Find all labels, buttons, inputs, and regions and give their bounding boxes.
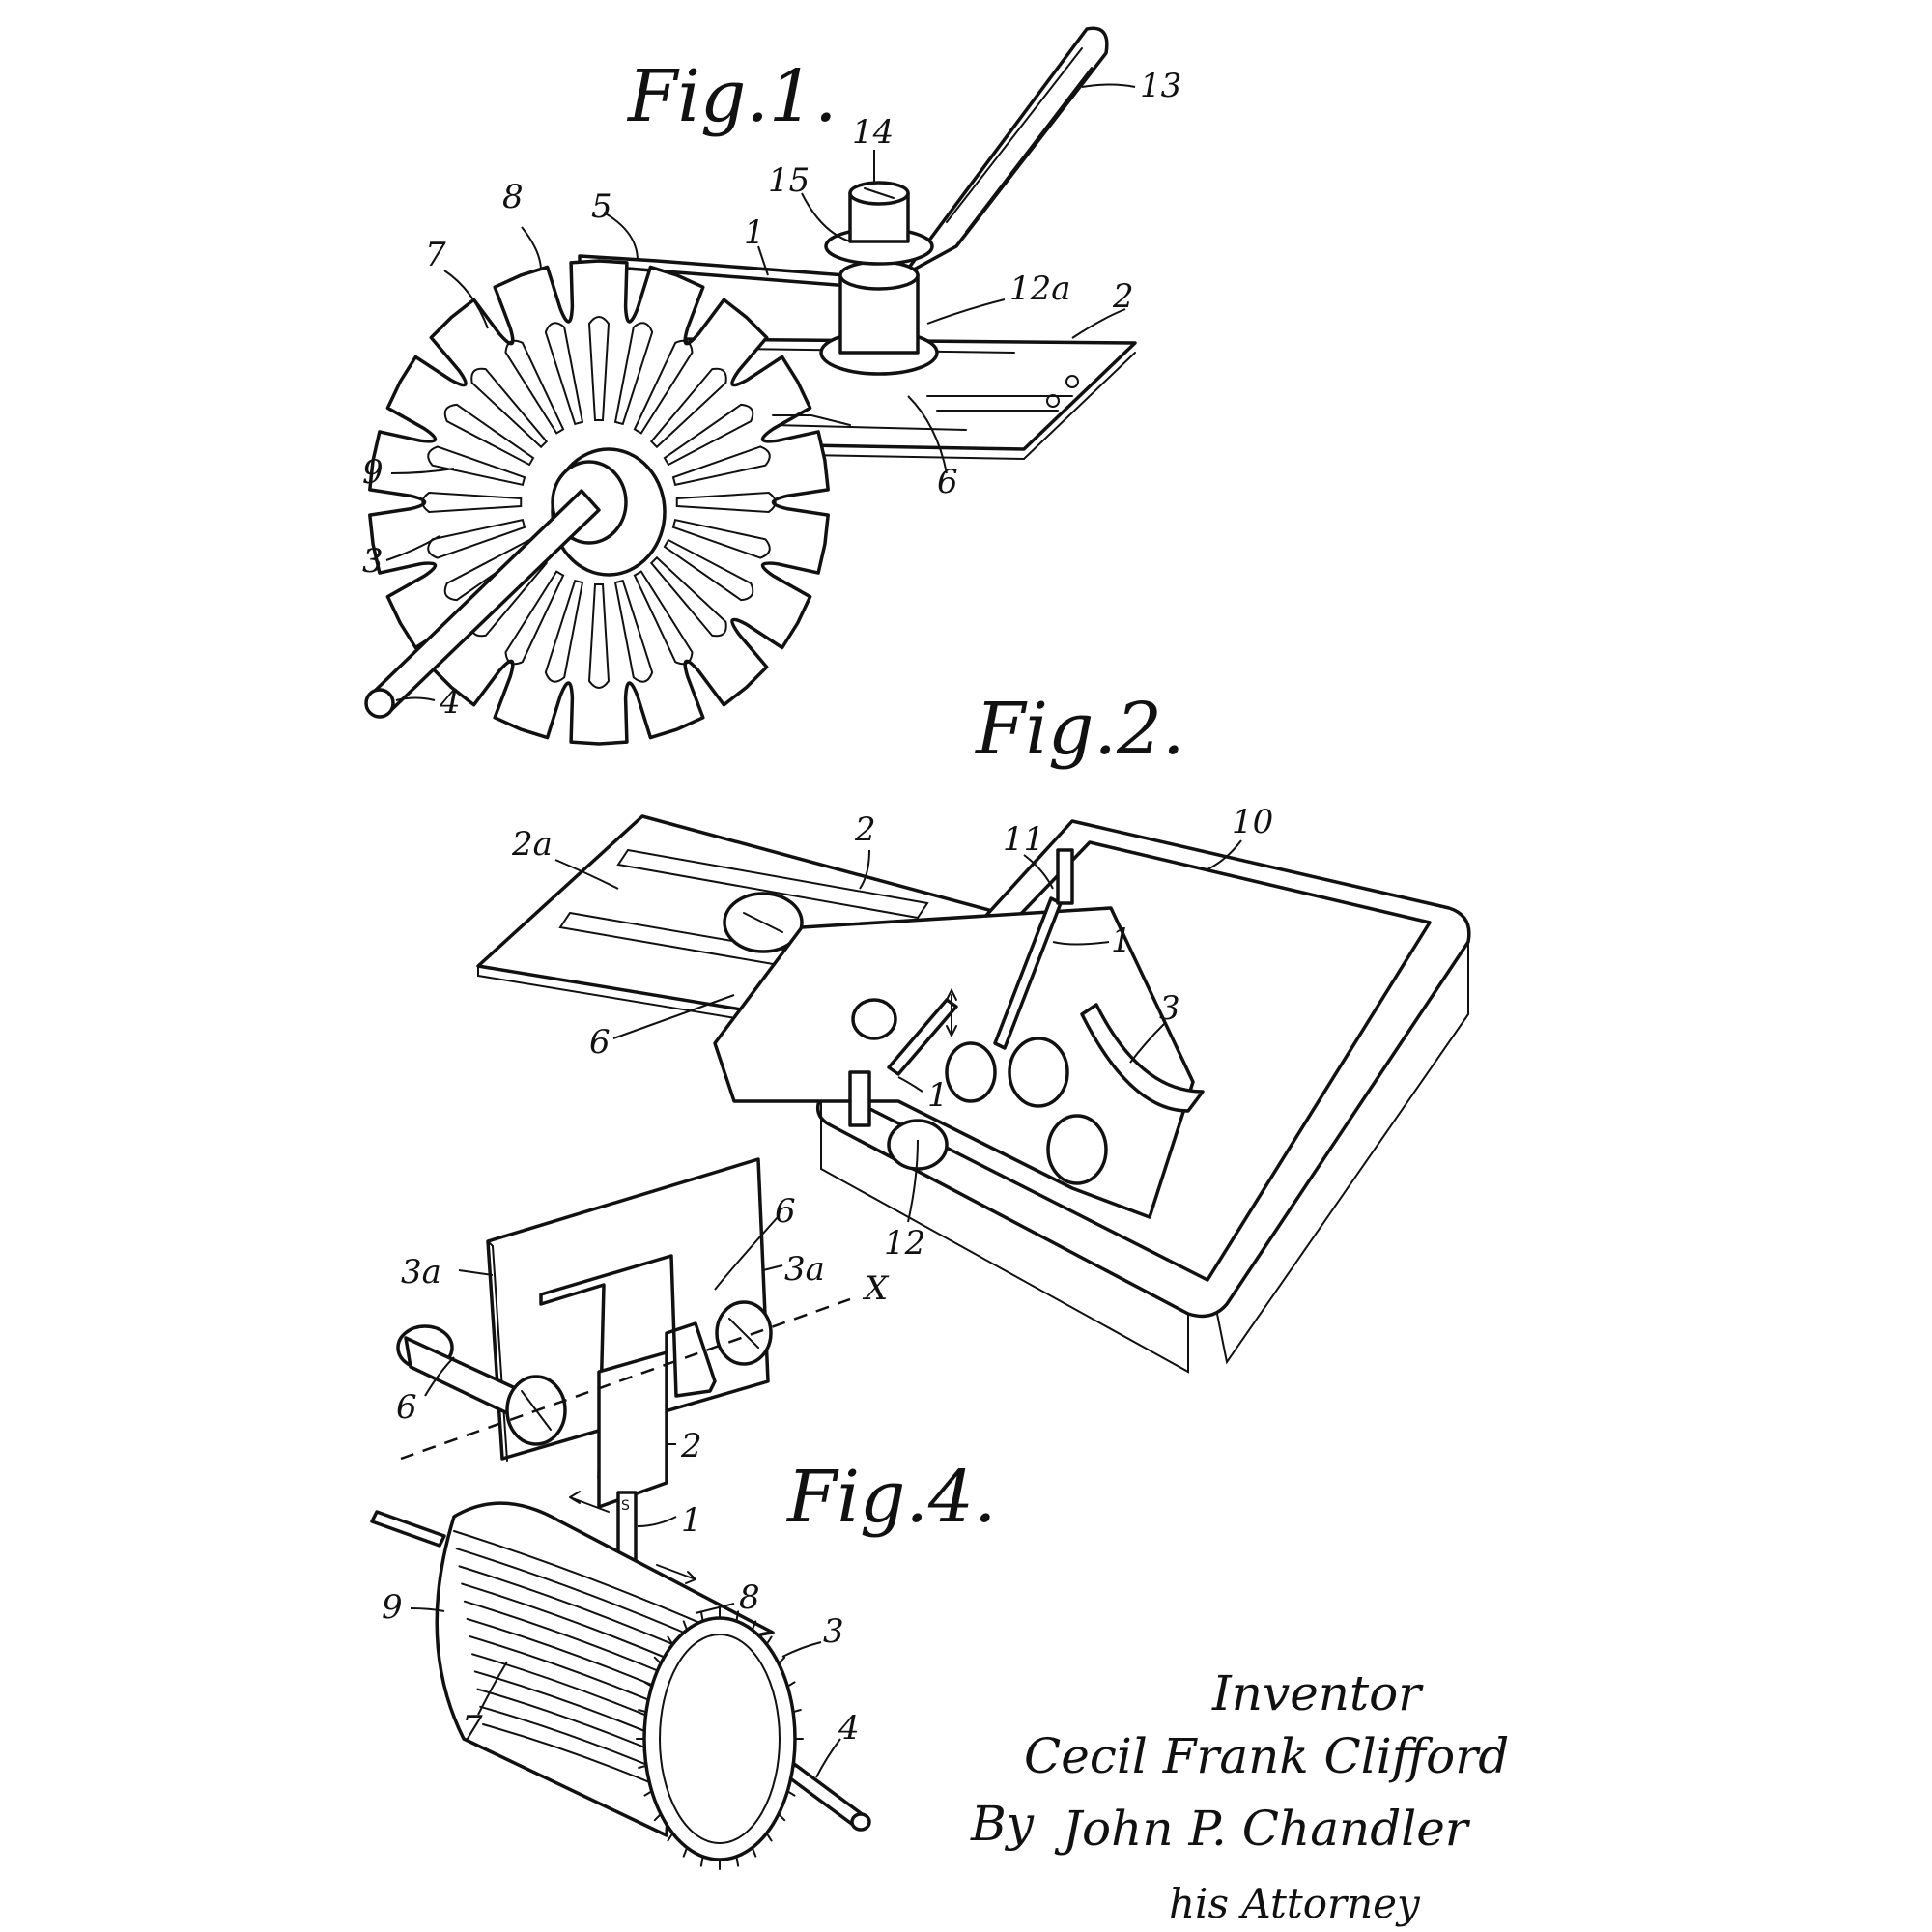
wheel-slot (613, 322, 654, 426)
wheel-slot (421, 491, 523, 514)
ref-fig1-13: 13 (1140, 67, 1181, 105)
fig4: Fig.4. (370, 1456, 997, 1870)
fig2-title: Fig.2. (974, 688, 1185, 771)
ref-fig3-3a-right: 3a (784, 1250, 825, 1289)
ref-fig1-9: 9 (362, 453, 384, 492)
ref-fig1-2: 2 (1112, 277, 1134, 316)
ref-fig3-6-top: 6 (775, 1192, 796, 1231)
ref-fig2-1b: 1 (927, 1076, 949, 1115)
fig4-title: Fig.4. (785, 1456, 997, 1539)
ref-fig3-6-left: 6 (396, 1388, 417, 1427)
wheel-slot (633, 570, 694, 666)
inventor-role: Inventor (1211, 1665, 1424, 1721)
ref-fig1-4: 4 (439, 683, 461, 722)
fig2-disc (713, 906, 1205, 1219)
ref-fig4-4: 4 (838, 1709, 860, 1747)
ref-fig4-3: 3 (823, 1612, 844, 1651)
wheel-slot (663, 403, 754, 467)
reference-numerals: 13 14 15 1 12a 2 8 5 7 6 9 3 4 2a 2 11 1… (362, 67, 1273, 1747)
ref-fig1-14: 14 (852, 113, 894, 152)
fig2-pin (848, 848, 1074, 1127)
wheel-slot (504, 339, 565, 435)
wheel-slot (470, 367, 549, 449)
roller (435, 1501, 804, 1870)
attorney-name: John P. Chandler (1054, 1801, 1471, 1857)
ref-fig1-1: 1 (744, 213, 765, 252)
ref-fig3-axis-x: X (862, 1269, 890, 1308)
wheel-slot (427, 445, 526, 487)
wheel-slot (544, 579, 584, 683)
pivot-column (819, 181, 939, 376)
ref-fig1-15: 15 (768, 161, 810, 200)
wheel-slot (544, 322, 584, 426)
by-label: By (970, 1796, 1035, 1852)
wheel-slot (504, 570, 565, 666)
reference-leaders (385, 83, 1242, 1778)
ref-fig4-9: 9 (382, 1588, 403, 1627)
ref-fig1-8: 8 (502, 178, 524, 216)
ref-fig3-1: 1 (681, 1501, 702, 1540)
wheel-slot (633, 339, 694, 435)
pole-s: S (621, 1498, 630, 1514)
wheel-slot (613, 579, 654, 683)
wheel-slot (671, 518, 771, 559)
wheel-slot (587, 583, 611, 689)
ref-fig2-1: 1 (1111, 922, 1132, 960)
wheel-slot (443, 403, 535, 467)
wheel-slot (649, 555, 727, 638)
wheel-slot (671, 445, 771, 487)
ref-fig2-10: 10 (1232, 803, 1273, 841)
ref-fig1-7: 7 (425, 236, 446, 274)
ref-fig2-2a: 2a (511, 825, 553, 864)
attorney-role: his Attorney (1169, 1880, 1421, 1927)
ref-fig2-6: 6 (589, 1023, 611, 1062)
ref-fig3-2: 2 (680, 1427, 702, 1465)
star-wheel (364, 259, 830, 746)
wheel-slot (443, 538, 535, 602)
ref-fig4-7: 7 (462, 1709, 483, 1747)
pointer-blade (901, 26, 1109, 277)
ref-fig2-3: 3 (1159, 989, 1180, 1028)
wheel-slot (663, 538, 754, 602)
ref-fig2-2: 2 (854, 810, 876, 849)
ref-fig1-6: 6 (937, 463, 958, 501)
fig1: Fig.1. (364, 26, 1137, 746)
ref-fig2-11: 11 (1003, 820, 1044, 859)
ref-fig1-3: 3 (362, 542, 384, 581)
ref-fig3-3a-left: 3a (401, 1253, 441, 1292)
fig1-title: Fig.1. (626, 55, 838, 138)
inventor-name: Cecil Frank Clifford (1024, 1728, 1509, 1784)
ref-fig4-8: 8 (739, 1578, 760, 1617)
ref-fig2-12: 12 (884, 1224, 925, 1263)
wheel-slot (587, 316, 611, 421)
ref-fig1-12a: 12a (1009, 270, 1071, 308)
signature-block: Inventor Cecil Frank Clifford By John P.… (970, 1665, 1509, 1927)
ref-fig1-5: 5 (591, 187, 612, 226)
wheel-slot (675, 491, 777, 514)
fig2: Fig.2. (476, 688, 1471, 1374)
wheel-slot (649, 367, 727, 449)
